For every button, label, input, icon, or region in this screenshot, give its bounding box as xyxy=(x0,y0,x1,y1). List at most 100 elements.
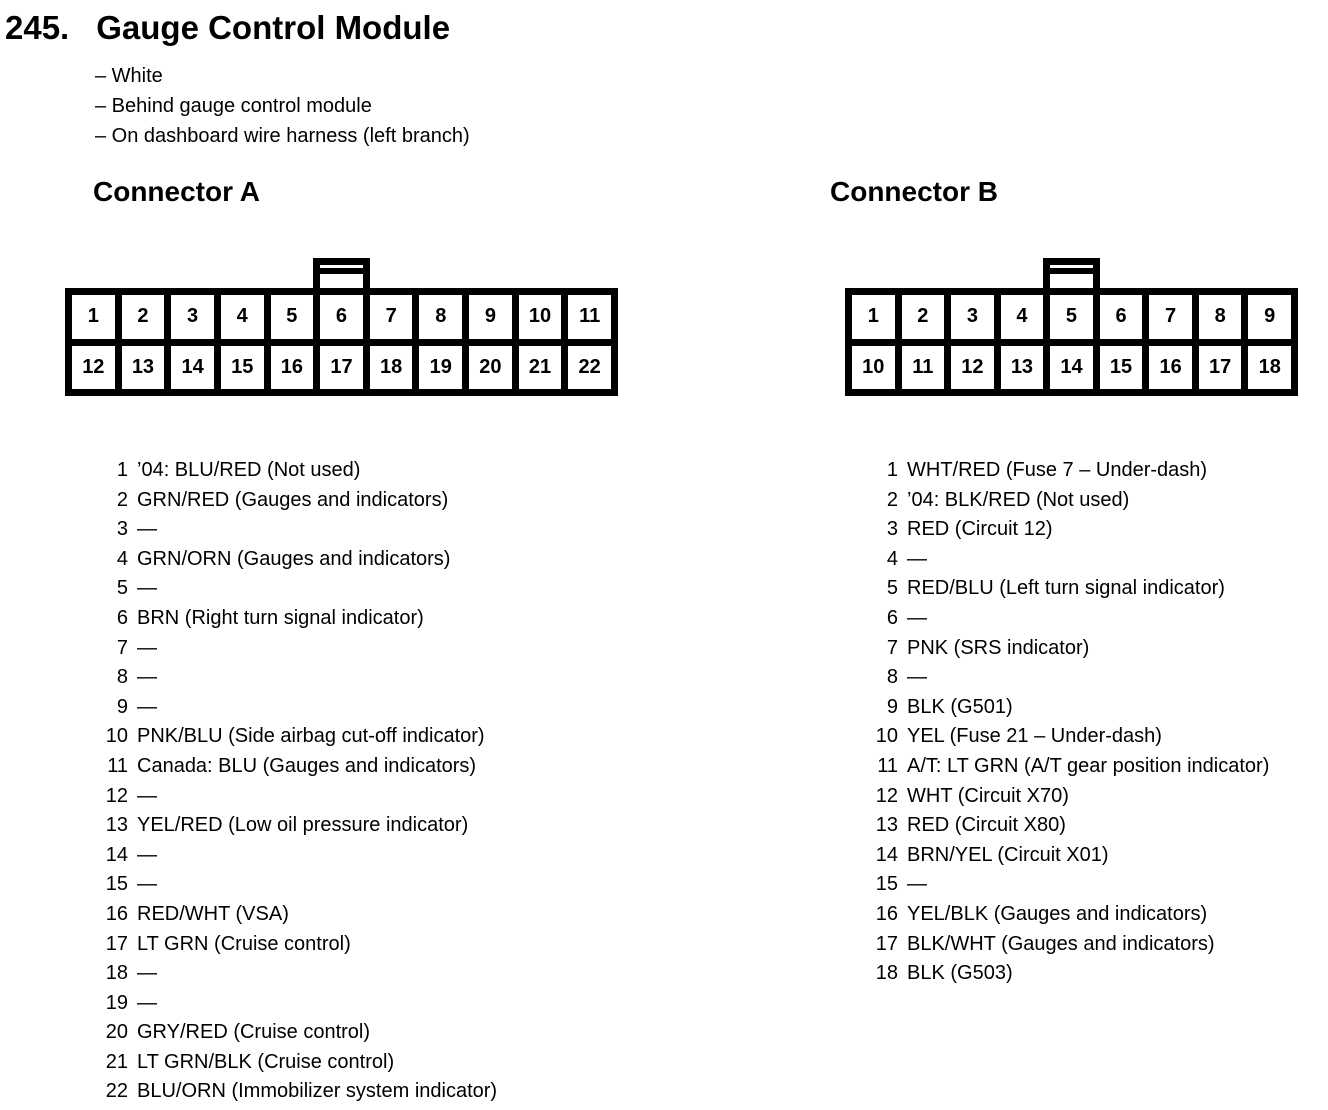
pin-description: ’04: BLK/RED (Not used) xyxy=(907,488,1130,511)
pin-cell: 14 xyxy=(1050,345,1093,389)
pin-description: — xyxy=(907,666,927,689)
pin-row: 8— xyxy=(98,663,497,693)
pin-description: PNK (SRS indicator) xyxy=(907,636,1090,659)
pin-description: — xyxy=(137,962,157,985)
pin-description: YEL (Fuse 21 – Under-dash) xyxy=(907,725,1162,748)
pin-row: 4— xyxy=(868,545,1269,575)
pin-number: 17 xyxy=(875,932,898,955)
pin-row: 14— xyxy=(98,841,497,871)
pin-cell: 5 xyxy=(1050,295,1093,339)
pin-cell: 7 xyxy=(369,295,413,339)
pin-description: WHT (Circuit X70) xyxy=(907,784,1069,807)
pin-description: BLK (G501) xyxy=(907,695,1013,718)
pin-description: A/T: LT GRN (A/T gear position indicator… xyxy=(907,754,1270,777)
pin-cell: 5 xyxy=(270,295,314,339)
pin-description: BLU/ORN (Immobilizer system indicator) xyxy=(137,1080,498,1103)
pin-number: 22 xyxy=(105,1080,128,1103)
pin-cell: 9 xyxy=(1248,295,1291,339)
pin-cell: 3 xyxy=(171,295,214,339)
pin-description: — xyxy=(137,518,157,541)
pin-description: — xyxy=(907,547,927,570)
pin-description: Canada: BLU (Gauges and indicators) xyxy=(137,754,477,777)
pin-number: 19 xyxy=(105,991,128,1014)
pin-cell: 12 xyxy=(951,345,994,389)
pin-cell: 3 xyxy=(951,295,994,339)
pin-cell: 7 xyxy=(1149,295,1192,339)
pin-description: — xyxy=(137,991,157,1014)
latch-bar xyxy=(1050,268,1093,274)
pin-row: 9 BLK (G501) xyxy=(868,693,1269,723)
pin-row: 2 ’04: BLK/RED (Not used) xyxy=(868,486,1269,516)
latch-bar xyxy=(320,268,363,274)
pin-row: 6— xyxy=(868,604,1269,634)
connector-a-latch-tab xyxy=(313,258,370,290)
pin-number: 10 xyxy=(105,725,128,748)
pin-description: YEL/RED (Low oil pressure indicator) xyxy=(137,814,469,837)
pin-number: 12 xyxy=(105,784,128,807)
pin-description: GRY/RED (Cruise control) xyxy=(137,1021,371,1044)
pin-cell: 11 xyxy=(568,295,611,339)
connector-b-heading: Connector B xyxy=(830,176,998,207)
pin-number: 11 xyxy=(877,754,898,777)
connector-notes: – White – Behind gauge control module – … xyxy=(95,61,470,151)
pin-description: — xyxy=(137,695,157,718)
pin-number: 5 xyxy=(116,577,128,600)
pin-row: 7 PNK (SRS indicator) xyxy=(868,634,1269,664)
section-title: Gauge Control Module xyxy=(96,9,451,46)
pin-number: 20 xyxy=(105,1021,128,1044)
pin-cell: 17 xyxy=(320,345,363,389)
pin-cell: 4 xyxy=(220,295,264,339)
pin-cell: 1 xyxy=(852,295,895,339)
pin-cell: 18 xyxy=(369,345,413,389)
pin-number: 12 xyxy=(875,784,898,807)
pin-number: 9 xyxy=(886,695,898,718)
pin-cell: 18 xyxy=(1248,345,1291,389)
pin-cell: 9 xyxy=(469,295,512,339)
pin-number: 2 xyxy=(886,488,898,511)
pin-row: 11 A/T: LT GRN (A/T gear position indicat… xyxy=(868,752,1269,782)
pin-row: 1’04: BLU/RED (Not used) xyxy=(98,456,497,486)
pin-number: 15 xyxy=(105,873,128,896)
pin-description: LT GRN (Cruise control) xyxy=(137,932,351,955)
note-line: – Behind gauge control module xyxy=(95,95,372,117)
pin-cell: 15 xyxy=(1099,345,1143,389)
pin-number: 7 xyxy=(116,636,128,659)
pin-description: — xyxy=(137,843,157,866)
pin-number: 7 xyxy=(886,636,898,659)
pin-number: 3 xyxy=(886,518,898,541)
pin-description: — xyxy=(907,606,927,629)
pin-description: — xyxy=(137,577,157,600)
pin-row: 9— xyxy=(98,693,497,723)
pin-number: 3 xyxy=(116,518,128,541)
pin-cell: 12 xyxy=(72,345,115,389)
pin-cell: 6 xyxy=(1099,295,1143,339)
pin-row: 12 — xyxy=(98,782,497,812)
pin-cell: 19 xyxy=(419,345,463,389)
pin-number: 6 xyxy=(116,606,128,629)
pin-cell: 22 xyxy=(568,345,611,389)
pin-description: RED/BLU (Left turn signal indicator) xyxy=(907,577,1225,600)
pin-description: — xyxy=(137,784,157,807)
pin-row: 3— xyxy=(98,515,497,545)
page-title: 245. Gauge Control Module xyxy=(5,8,450,48)
connector-a-heading: Connector A xyxy=(93,176,260,207)
pin-description: GRN/RED (Gauges and indicators) xyxy=(137,488,449,511)
pin-description: — xyxy=(137,636,157,659)
pin-cell: 20 xyxy=(469,345,512,389)
pin-number: 18 xyxy=(105,962,128,985)
connector-b-diagram: 1 2 3 4 5 6 7 8 9 10 11 12 13 14 15 16 1… xyxy=(845,258,1298,396)
connector-b-latch-tab xyxy=(1043,258,1100,290)
pin-cell: 8 xyxy=(1198,295,1242,339)
pin-row: 7— xyxy=(98,634,497,664)
pin-row: 20 GRY/RED (Cruise control) xyxy=(98,1018,497,1048)
